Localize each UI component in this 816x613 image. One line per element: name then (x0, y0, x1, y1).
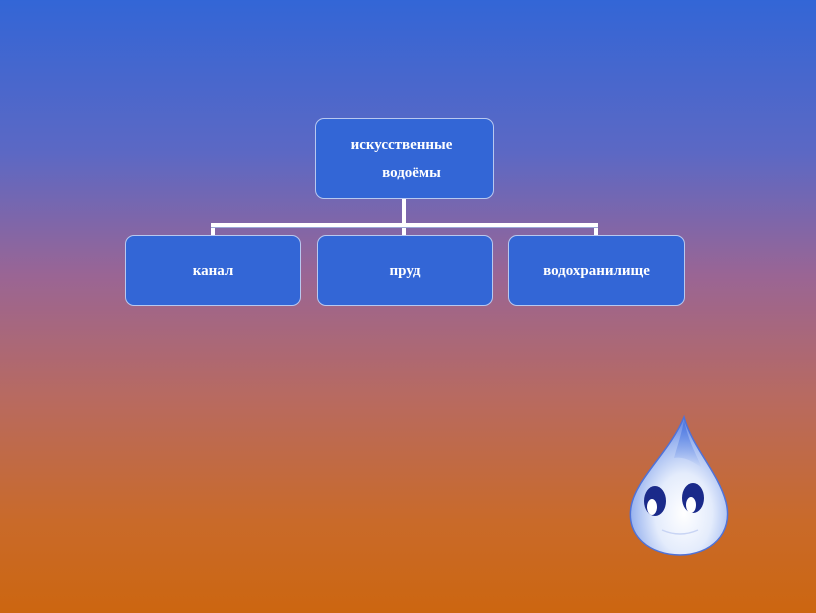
child-node-prud: пруд (317, 235, 493, 306)
child-node-vodokhranilishche: водохранилище (508, 235, 685, 306)
drop-smile (661, 529, 699, 535)
child-node-kanal: канал (125, 235, 301, 306)
drop-left-eye (644, 486, 666, 516)
water-drop-character-icon (629, 414, 729, 556)
drop-right-eye (682, 483, 704, 513)
child-node-label: водохранилище (543, 262, 650, 279)
drop-body (629, 414, 729, 556)
root-node: искусственные водоёмы (315, 118, 494, 199)
root-node-label-line2: водоёмы (382, 164, 441, 181)
child-node-label: пруд (389, 262, 421, 279)
root-node-label-line1: искусственные (350, 136, 453, 153)
drop-tip-shade (674, 420, 702, 468)
child-node-label: канал (192, 262, 234, 279)
